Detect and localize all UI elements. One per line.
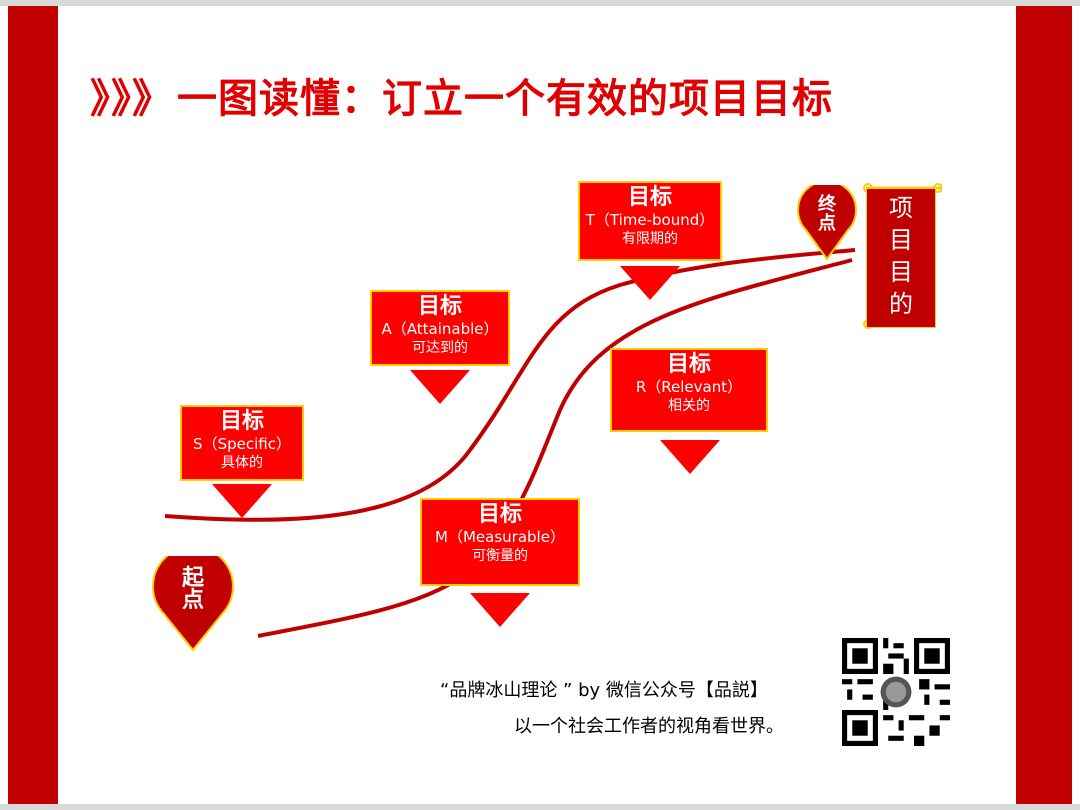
title-text: 一图读懂：订立一个有效的项目目标 [177, 76, 833, 122]
scroll-body [866, 188, 936, 328]
card-t-en: T（Time-bound） [585, 211, 715, 229]
footer-line-1: “品牌冰山理论 ” by 微信公众号【品説】 [440, 680, 768, 701]
start-label: 起点 [181, 566, 204, 613]
project-goal-scroll: 项目目的 [863, 180, 942, 330]
footer-line-2: 以一个社会工作者的视角看世界。 [514, 716, 784, 737]
card-r-arrow [660, 440, 720, 474]
card-t-zh: 有限期的 [622, 231, 678, 247]
end-pin: 终点 [796, 180, 858, 261]
start-pin: 起点 [150, 545, 236, 652]
goal-card-t: 目标 T（Time-bound） 有限期的 [578, 181, 722, 261]
card-r-heading: 目标 [666, 352, 711, 377]
card-m-zh: 可衡量的 [472, 548, 528, 564]
goal-box-label: 项目目的 [889, 194, 913, 318]
upper-path-curve [164, 248, 856, 522]
goal-card-m: 目标 M（Measurable） 可衡量的 [420, 498, 580, 586]
card-a-arrow [410, 370, 470, 404]
card-r-zh: 相关的 [668, 398, 710, 414]
card-m-en: M（Measurable） [435, 528, 565, 546]
title-chevrons: 》》》 [90, 76, 173, 122]
card-m-heading: 目标 [477, 502, 522, 527]
card-a-heading: 目标 [417, 294, 462, 319]
goal-card-s: 目标 S（Specific） 具体的 [180, 405, 304, 481]
card-t-heading: 目标 [627, 185, 672, 210]
card-m-arrow [470, 593, 530, 627]
card-a-en: A（Attainable） [381, 320, 499, 338]
end-label: 终点 [818, 194, 836, 234]
card-s-arrow [212, 484, 272, 518]
page-title: 》》》一图读懂：订立一个有效的项目目标 [90, 66, 833, 124]
card-s-heading: 目标 [219, 409, 264, 434]
card-s-en: S（Specific） [193, 435, 291, 453]
lower-path-curve [257, 258, 853, 638]
card-t-arrow [620, 266, 680, 300]
card-r-en: R（Relevant） [635, 378, 743, 396]
qr-code-icon [842, 638, 950, 746]
goal-card-a: 目标 A（Attainable） 可达到的 [370, 290, 510, 366]
right-red-band [1016, 6, 1072, 804]
left-red-band [8, 6, 58, 804]
goal-card-r: 目标 R（Relevant） 相关的 [610, 348, 768, 432]
card-s-zh: 具体的 [221, 455, 263, 471]
card-a-zh: 可达到的 [412, 340, 468, 356]
